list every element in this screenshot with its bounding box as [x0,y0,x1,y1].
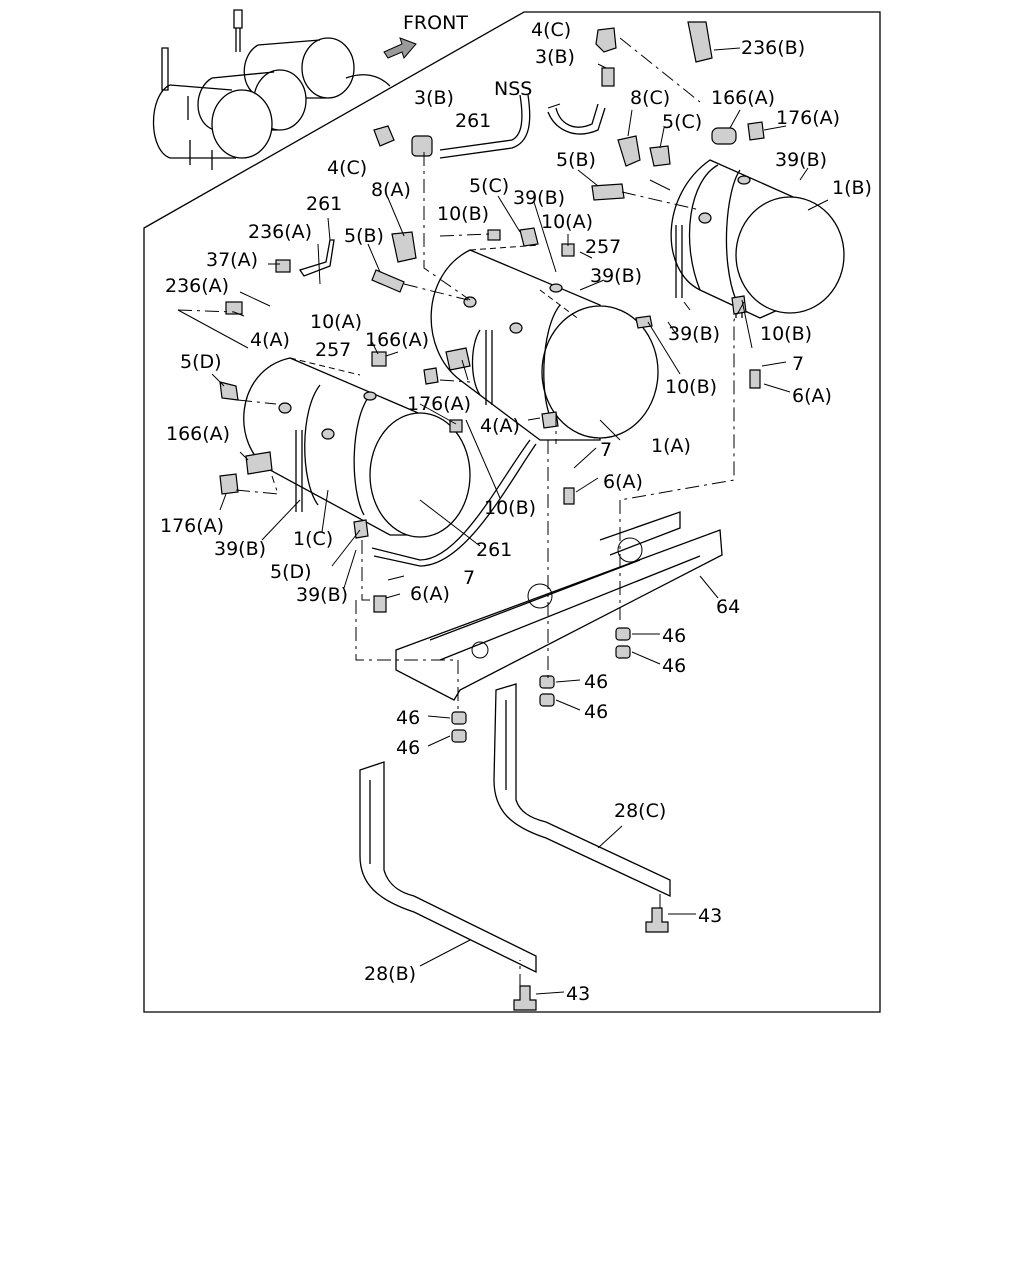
label-10b-center-top: 10(B) [437,203,489,225]
label-10b-center-right: 10(B) [665,376,717,398]
label-10a-left: 10(A) [310,311,362,333]
label-4a-center: 4(A) [480,415,520,437]
label-6a-center: 6(A) [603,471,643,493]
label-6a-right: 6(A) [792,385,832,407]
label-6a-left: 6(A) [410,583,450,605]
label-1c: 1(C) [293,528,333,550]
label-7-left: 7 [463,567,475,589]
label-43-bottom: 43 [566,983,590,1005]
label-28b: 28(B) [364,963,416,985]
label-39b-right-bottom: 39(B) [668,323,720,345]
label-46-3: 46 [584,671,608,693]
label-261-left: 261 [306,193,342,215]
label-39b-left: 39(B) [214,538,266,560]
label-166a-right: 166(A) [711,87,775,109]
label-257-left: 257 [315,339,351,361]
label-64: 64 [716,596,740,618]
bracket-28c [493,683,671,898]
nuts-bolts [451,627,669,1011]
label-46-1: 46 [662,625,686,647]
label-10b-right: 10(B) [760,323,812,345]
label-10a-center: 10(A) [541,211,593,233]
label-257-center: 257 [585,236,621,258]
label-5b-right: 5(B) [556,149,596,171]
label-5d-top: 5(D) [180,351,222,373]
label-166a-left: 166(A) [166,423,230,445]
fuel-hoses [298,94,606,567]
diagram-frame [143,11,881,1013]
label-7-center: 7 [600,439,612,461]
label-39b-bottom: 39(B) [296,584,348,606]
label-236a-bottom: 236(A) [165,275,229,297]
cross-member-64 [395,511,723,701]
bracket-28b [359,761,537,974]
label-1a: 1(A) [651,435,691,457]
label-43-right: 43 [698,905,722,927]
label-5c-center: 5(C) [469,175,509,197]
label-236b: 236(B) [741,37,805,59]
label-261-top: 261 [455,110,491,132]
label-1b: 1(B) [832,177,872,199]
label-3b-top: 3(B) [535,46,575,68]
leader-lines [177,37,829,995]
label-8c: 8(C) [630,87,670,109]
label-39b-right-top: 39(B) [775,149,827,171]
fuel-tank-1a [430,244,659,441]
fuel-tank-1c [243,357,471,538]
label-166a-center: 166(A) [365,329,429,351]
label-4c-left: 4(C) [327,157,367,179]
label-10b-bottom: 10(B) [484,497,536,519]
fuel-tank-1b [670,159,845,319]
label-46-2: 46 [662,655,686,677]
label-176a-right: 176(A) [776,107,840,129]
label-nss: NSS [494,78,532,100]
label-4a-left: 4(A) [250,329,290,351]
label-5c-right: 5(C) [662,111,702,133]
label-46-4: 46 [584,701,608,723]
front-arrow-icon [383,37,417,59]
label-3b-left: 3(B) [414,87,454,109]
label-261-bottom: 261 [476,539,512,561]
label-176a-left: 176(A) [160,515,224,537]
part-labels: 4(C) 3(B) 236(B) NSS 3(B) 261 8(C) 166(A… [160,19,872,1005]
label-176a-center: 176(A) [407,393,471,415]
label-39b-center-right: 39(B) [590,265,642,287]
label-28c: 28(C) [614,800,666,822]
label-236a-top: 236(A) [248,221,312,243]
label-37a: 37(A) [206,249,258,271]
front-label: FRONT [403,12,468,34]
label-8a: 8(A) [371,179,411,201]
label-5d-bottom: 5(D) [270,561,312,583]
label-7-right: 7 [792,353,804,375]
label-46-6: 46 [396,737,420,759]
tank-arrangement-inset: FRONT [152,9,468,170]
label-39b-center-top: 39(B) [513,187,565,209]
label-46-5: 46 [396,707,420,729]
label-4c-top: 4(C) [531,19,571,41]
fittings [219,21,765,613]
label-5b-left: 5(B) [344,225,384,247]
